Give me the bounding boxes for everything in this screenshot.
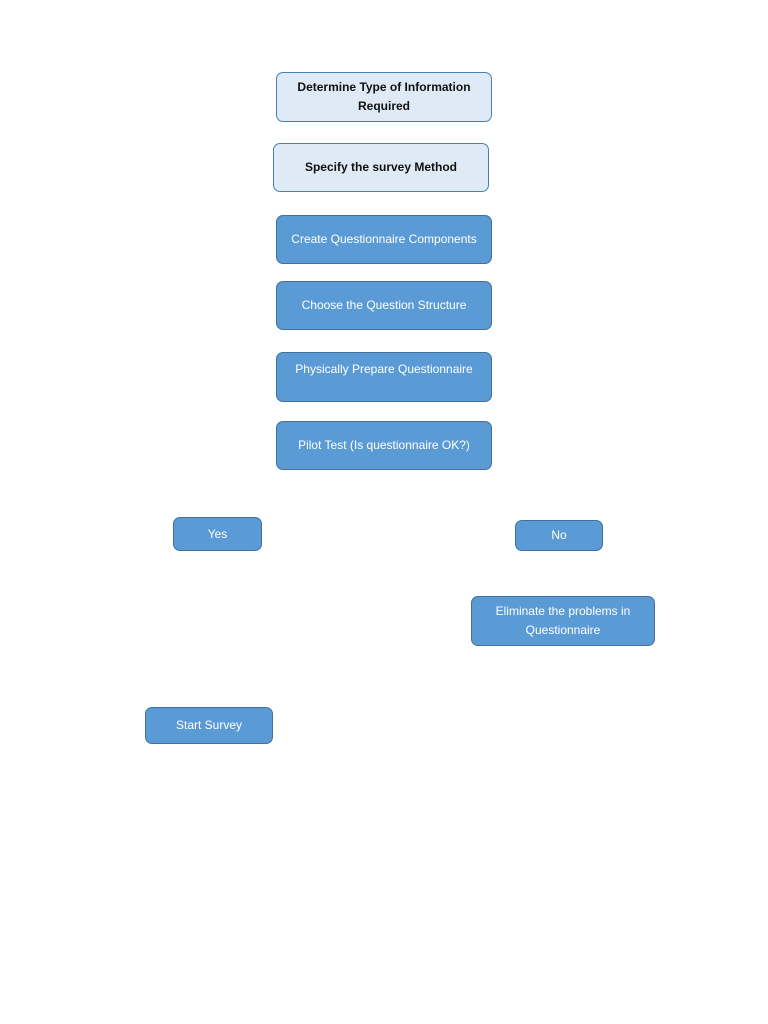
- step-label: Physically Prepare Questionnaire: [295, 362, 473, 376]
- step-label: Determine Type of Information Required: [297, 80, 471, 113]
- step-label: Choose the Question Structure: [301, 298, 467, 312]
- step-label: Create Questionnaire Components: [291, 232, 477, 246]
- step-label: Eliminate the problems in Questionnaire: [495, 604, 631, 637]
- step-choose-structure: Choose the Question Structure: [276, 281, 492, 330]
- step-eliminate-problems: Eliminate the problems in Questionnaire: [471, 596, 655, 646]
- decision-yes: Yes: [173, 517, 262, 551]
- decision-no: No: [515, 520, 603, 551]
- step-specify-survey-method: Specify the survey Method: [273, 143, 489, 192]
- step-create-components: Create Questionnaire Components: [276, 215, 492, 264]
- decision-label: No: [551, 528, 567, 542]
- decision-label: Yes: [207, 526, 228, 541]
- step-start-survey: Start Survey: [145, 707, 273, 744]
- step-label: Start Survey: [175, 718, 243, 732]
- step-prepare-questionnaire: Physically Prepare Questionnaire: [276, 352, 492, 402]
- step-pilot-test: Pilot Test (Is questionnaire OK?): [276, 421, 492, 470]
- step-label: Specify the survey Method: [304, 160, 458, 174]
- step-determine-information: Determine Type of Information Required: [276, 72, 492, 122]
- step-label: Pilot Test (Is questionnaire OK?): [298, 438, 470, 452]
